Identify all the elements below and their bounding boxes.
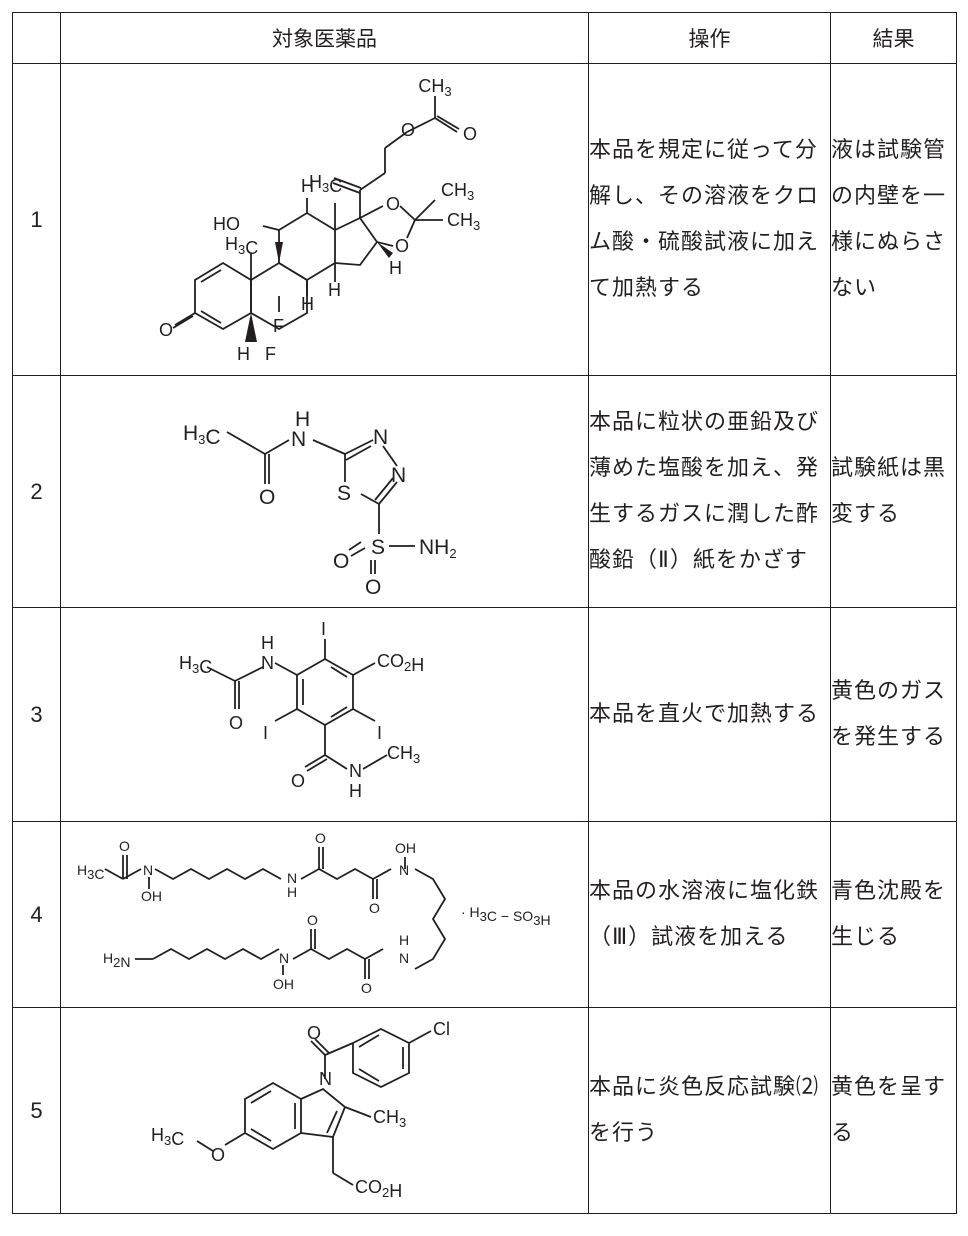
s1-f2: F [265, 344, 276, 364]
s3-h: H [261, 633, 274, 653]
s2-nh2: NH2 [419, 536, 457, 561]
s2-o3: O [365, 576, 381, 599]
operation-text: 本品に粒状の亜鉛及び薄めた塩酸を加え、発生するガスに潤した酢酸鉛（Ⅱ）紙をかざす [588, 375, 831, 608]
s1-h2: H [301, 294, 314, 314]
hydroxamate-mesylate-structure: O H3C N OH O N H OH N O · H3C − SO3H O H… [60, 821, 589, 1008]
s1-o4: O [395, 236, 409, 256]
header-drug: 対象医薬品 [60, 12, 589, 64]
s4-n1: N [143, 862, 153, 878]
s4-h2n: H2N [103, 950, 130, 970]
s5-o2: O [211, 1145, 225, 1165]
s1-f1: F [273, 316, 284, 336]
s1-h4: H [389, 258, 402, 278]
result-text: 黄色のガスを発生する [830, 607, 957, 822]
s1-o3: O [386, 194, 400, 214]
s1-o5: O [159, 320, 173, 340]
s2-h: H [295, 408, 310, 431]
result-text: 液は試験管の内壁を一様にぬらさない [830, 63, 957, 376]
s4-o1: O [119, 838, 130, 854]
row-number: 5 [12, 1007, 61, 1214]
s1-h3c-a: H3C [309, 172, 342, 196]
result-text: 試験紙は黒変する [830, 375, 957, 608]
s4-o2: O [315, 830, 326, 846]
row-number: 4 [12, 821, 61, 1008]
row-number: 3 [12, 607, 61, 822]
s3-i1: I [321, 619, 326, 639]
s5-n: N [319, 1069, 332, 1089]
s1-ch3-b: CH3 [441, 180, 474, 203]
test-table: 対象医薬品 操作 結果 1 [12, 12, 957, 1214]
s3-h2: H [349, 781, 362, 801]
s3-i3: I [377, 723, 382, 743]
operation-text: 本品を直火で加熱する [588, 607, 831, 822]
s4-n3: N [399, 862, 409, 878]
s2-h3c: H3C [183, 422, 221, 449]
row-number: 2 [12, 375, 61, 608]
s1-ch3-top: CH3 [418, 76, 451, 99]
s4-oh1: OH [141, 888, 162, 904]
s2-n1: N [291, 428, 306, 451]
s3-ch3: CH3 [387, 743, 420, 766]
s3-co2h: CO2H [377, 651, 424, 675]
header-operation: 操作 [588, 12, 831, 64]
s2-s2: S [371, 536, 385, 559]
s2-n2: N [373, 426, 388, 449]
s1-h3: H [328, 280, 341, 300]
thiadiazole-sulfonamide-structure: H H3C N N N O S S NH2 O O [60, 375, 589, 608]
s1-h1: H [301, 176, 314, 196]
s1-h3c-b: H3C [225, 234, 258, 258]
s4-o5: O [361, 980, 372, 996]
s1-h6: H [237, 344, 250, 364]
s2-s1: S [337, 482, 351, 505]
header-blank [12, 12, 61, 64]
s4-h1: H [287, 884, 297, 900]
s3-h3c: H3C [179, 653, 212, 677]
row-number: 1 [12, 63, 61, 376]
s3-o2: O [291, 771, 305, 791]
operation-text: 本品に炎色反応試験⑵を行う [588, 1007, 831, 1214]
operation-text: 本品の水溶液に塩化鉄（Ⅲ）試液を加える [588, 821, 831, 1008]
header-result: 結果 [830, 12, 957, 64]
s4-mesylate: · H3C − SO3H [461, 904, 551, 928]
operation-text: 本品を規定に従って分解し、その溶液をクロム酸・硫酸試液に加えて加熱する [588, 63, 831, 376]
s4-o3: O [369, 900, 380, 916]
s4-h3c: H3C [77, 862, 104, 882]
s4-o4: O [307, 912, 318, 928]
table-row: 5 O Cl N [12, 1007, 957, 1214]
s2-o1: O [259, 486, 275, 509]
result-text: 青色沈殿を生じる [830, 821, 957, 1008]
table-row: 1 [12, 63, 957, 376]
s4-n2: N [287, 870, 297, 886]
s4-n4: N [399, 950, 409, 966]
table-row: 3 I H N H3C C [12, 607, 957, 822]
s1-ho: HO [213, 214, 240, 234]
s1-o2: O [401, 120, 415, 140]
result-text: 黄色を呈する [830, 1007, 957, 1214]
s5-ch3: CH3 [373, 1107, 406, 1130]
header-row: 対象医薬品 操作 結果 [12, 12, 957, 64]
s2-o2: O [333, 550, 349, 573]
s1-o1: O [463, 124, 477, 144]
indole-acetic-acid-structure: O Cl N CH3 H3C O CO2H [60, 1007, 589, 1214]
s5-o1: O [307, 1023, 321, 1043]
s4-h2: H [399, 932, 409, 948]
s5-co2h: CO2H [355, 1177, 402, 1201]
s4-n5: N [279, 950, 289, 966]
s3-n1: N [261, 653, 274, 673]
s2-n3: N [391, 464, 406, 487]
s1-ch3-c: CH3 [447, 210, 480, 233]
table-row: 2 H H3C N N N [12, 375, 957, 608]
s4-oh3: OH [273, 976, 294, 992]
s4-oh2: OH [395, 840, 416, 856]
s3-n2: N [349, 761, 362, 781]
s5-h3c: H3C [151, 1125, 184, 1149]
steroid-acetonide-structure: CH3 O O CH3 CH3 O O H3C HO H H3C H F H H… [60, 63, 589, 376]
table-row: 4 O H3C [12, 821, 957, 1008]
s3-i2: I [263, 723, 268, 743]
s5-cl: Cl [433, 1019, 450, 1039]
s3-o1: O [229, 713, 243, 733]
triiodobenzoic-acid-structure: I H N H3C CO2H O I I N CH3 O H [60, 607, 589, 822]
